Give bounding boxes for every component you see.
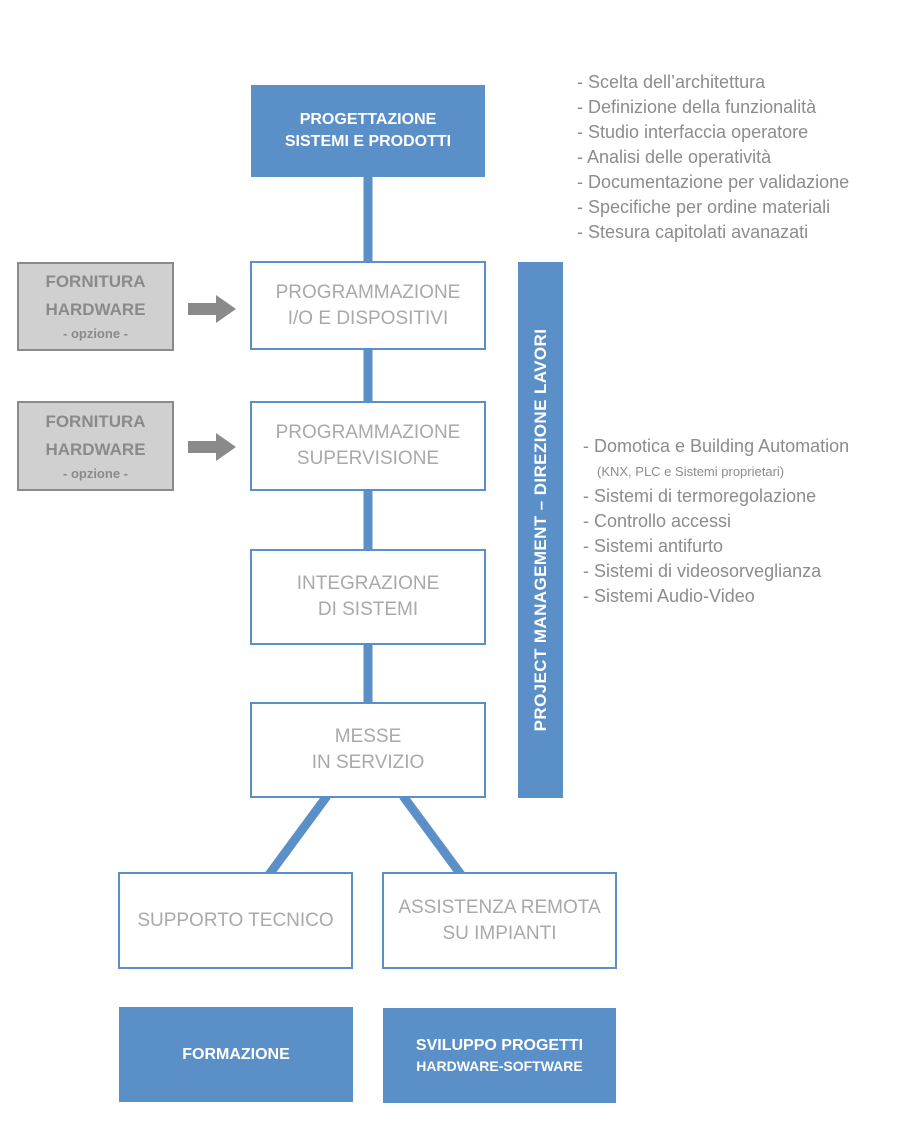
box-supporto-tecnico: SUPPORTO TECNICO	[118, 872, 353, 969]
box-progettazione-line1: PROGETTAZIONE	[299, 111, 437, 129]
box-programmazione-io-line2: I/O E DISPOSITIVI	[287, 307, 449, 329]
box-programmazione-supervisione: PROGRAMMAZIONE SUPERVISIONE	[250, 401, 486, 491]
project-management-label: PROJECT MANAGEMENT – DIREZIONE LAVORI	[530, 328, 550, 732]
list-item: - Analisi delle operatività	[577, 147, 772, 167]
fornitura-1-line1: FORNITURA	[45, 272, 146, 292]
right-arrow-icon	[188, 433, 236, 461]
box-integrazione: INTEGRAZIONE DI SISTEMI	[250, 549, 486, 645]
list-item: - Stesura capitolati avanazati	[577, 222, 809, 242]
list-item: - Sistemi antifurto	[583, 536, 724, 556]
list-item: - Controllo accessi	[583, 511, 732, 531]
systems-list: - Domotica e Building Automation (KNX, P…	[583, 434, 849, 609]
box-fornitura-hardware-2: FORNITURA HARDWARE - opzione -	[17, 401, 174, 491]
box-progettazione-line2: SISTEMI E PRODOTTI	[284, 133, 452, 150]
list-item: - Scelta dell’architettura	[577, 72, 766, 92]
box-supporto-line1: SUPPORTO TECNICO	[137, 909, 334, 931]
box-sviluppo-line1: SVILUPPO PROGETTI	[415, 1037, 584, 1055]
box-formazione-line1: FORMAZIONE	[182, 1045, 290, 1063]
design-activities-list: - Scelta dell’architettura - Definizione…	[577, 70, 849, 245]
box-fornitura-hardware-1: FORNITURA HARDWARE - opzione -	[17, 262, 174, 351]
list-item: - Studio interfaccia operatore	[577, 122, 809, 142]
list-item: - Domotica e Building Automation	[583, 436, 850, 456]
box-programmazione-io: PROGRAMMAZIONE I/O E DISPOSITIVI	[250, 261, 486, 350]
fornitura-1-option: - opzione -	[63, 326, 128, 342]
project-management-bar: PROJECT MANAGEMENT – DIREZIONE LAVORI	[518, 262, 563, 798]
box-programmazione-io-line1: PROGRAMMAZIONE	[275, 281, 461, 303]
box-assistenza-remota: ASSISTENZA REMOTA SU IMPIANTI	[382, 872, 617, 969]
box-assistenza-line2: SU IMPIANTI	[442, 922, 557, 944]
box-integrazione-line1: INTEGRAZIONE	[296, 573, 440, 595]
fornitura-1-line2: HARDWARE	[45, 300, 146, 320]
list-item: - Specifiche per ordine materiali	[577, 197, 831, 217]
box-messe-in-servizio: MESSE IN SERVIZIO	[250, 702, 486, 798]
box-sviluppo-line2: HARDWARE-SOFTWARE	[416, 1057, 583, 1074]
list-item-note: (KNX, PLC e Sistemi proprietari)	[597, 464, 785, 479]
box-assistenza-line1: ASSISTENZA REMOTA	[398, 896, 601, 918]
box-integrazione-line2: DI SISTEMI	[317, 599, 419, 620]
list-item: - Definizione della funzionalità	[577, 97, 817, 117]
box-programmazione-supervisione-line2: SUPERVISIONE	[296, 448, 440, 469]
diagonal-connector-left	[264, 793, 331, 879]
fornitura-2-option: - opzione -	[63, 465, 128, 481]
diagonal-connector-right	[399, 793, 466, 879]
right-arrow-icon	[188, 295, 236, 323]
box-formazione: FORMAZIONE	[119, 1007, 353, 1102]
box-sviluppo-progetti: SVILUPPO PROGETTI HARDWARE-SOFTWARE	[383, 1008, 616, 1103]
list-item: - Sistemi di termoregolazione	[583, 486, 817, 506]
box-progettazione: PROGETTAZIONE SISTEMI E PRODOTTI	[251, 85, 485, 177]
list-item: - Documentazione per validazione	[577, 172, 850, 192]
fornitura-2-line1: FORNITURA	[45, 411, 146, 431]
box-messe-line1: MESSE	[334, 726, 402, 748]
list-item: - Sistemi di videosorveglianza	[583, 561, 822, 581]
fornitura-2-line2: HARDWARE	[45, 439, 146, 459]
list-item: - Sistemi Audio-Video	[583, 586, 755, 606]
box-programmazione-supervisione-line1: PROGRAMMAZIONE	[275, 422, 461, 444]
box-messe-line2: IN SERVIZIO	[311, 752, 425, 773]
